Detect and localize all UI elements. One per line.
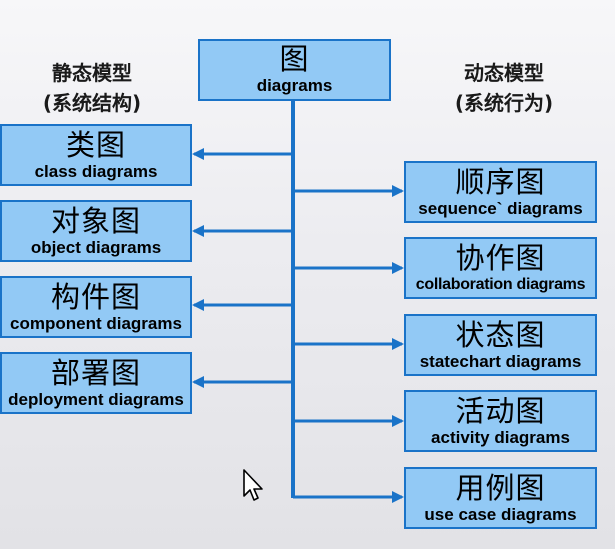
- usecase-diagram-en: use case diagrams: [424, 505, 577, 524]
- object-diagram-box: 对象图 object diagrams: [0, 200, 192, 262]
- mouse-pointer-icon: [243, 469, 263, 501]
- dynamic-model-title: 动态模型: [464, 61, 544, 85]
- class-diagram-box: 类图 class diagrams: [0, 124, 192, 186]
- component-diagram-box: 构件图 component diagrams: [0, 276, 192, 338]
- usecase-diagram-box: 用例图 use case diagrams: [404, 467, 597, 529]
- activity-diagram-box: 活动图 activity diagrams: [404, 390, 597, 452]
- statechart-diagram-en: statechart diagrams: [419, 352, 582, 371]
- collaboration-diagram-en: collaboration diagrams: [415, 276, 586, 293]
- activity-diagram-zh: 活动图: [455, 394, 546, 428]
- deployment-diagram-en: deployment diagrams: [8, 390, 184, 409]
- collaboration-diagram-box: 协作图 collaboration diagrams: [404, 237, 597, 299]
- sequence-diagram-box: 顺序图 sequence` diagrams: [404, 161, 597, 223]
- object-diagram-en: object diagrams: [30, 238, 162, 257]
- static-model-label: 静态模型 (系统结构): [22, 58, 162, 118]
- deployment-diagram-zh: 部署图: [50, 356, 141, 390]
- sequence-diagram-en: sequence` diagrams: [418, 199, 583, 218]
- class-diagram-en: class diagrams: [34, 162, 158, 181]
- static-model-subtitle: (系统结构): [42, 91, 142, 115]
- statechart-diagram-box: 状态图 statechart diagrams: [404, 314, 597, 376]
- sequence-diagram-zh: 顺序图: [455, 165, 546, 199]
- collaboration-diagram-zh: 协作图: [455, 241, 546, 275]
- root-diagrams-box: 图 diagrams: [198, 39, 391, 101]
- deployment-diagram-box: 部署图 deployment diagrams: [0, 352, 192, 414]
- root-zh-label: 图: [279, 42, 310, 76]
- dynamic-model-subtitle: (系统行为): [454, 91, 554, 115]
- activity-diagram-en: activity diagrams: [431, 428, 570, 447]
- dynamic-model-label: 动态模型 (系统行为): [434, 58, 574, 118]
- root-en-label: diagrams: [256, 76, 333, 95]
- statechart-diagram-zh: 状态图: [455, 318, 546, 352]
- component-diagram-zh: 构件图: [50, 280, 141, 314]
- object-diagram-zh: 对象图: [50, 204, 141, 238]
- usecase-diagram-zh: 用例图: [455, 471, 546, 505]
- static-model-title: 静态模型: [52, 61, 132, 85]
- class-diagram-zh: 类图: [65, 128, 126, 162]
- component-diagram-en: component diagrams: [10, 314, 182, 333]
